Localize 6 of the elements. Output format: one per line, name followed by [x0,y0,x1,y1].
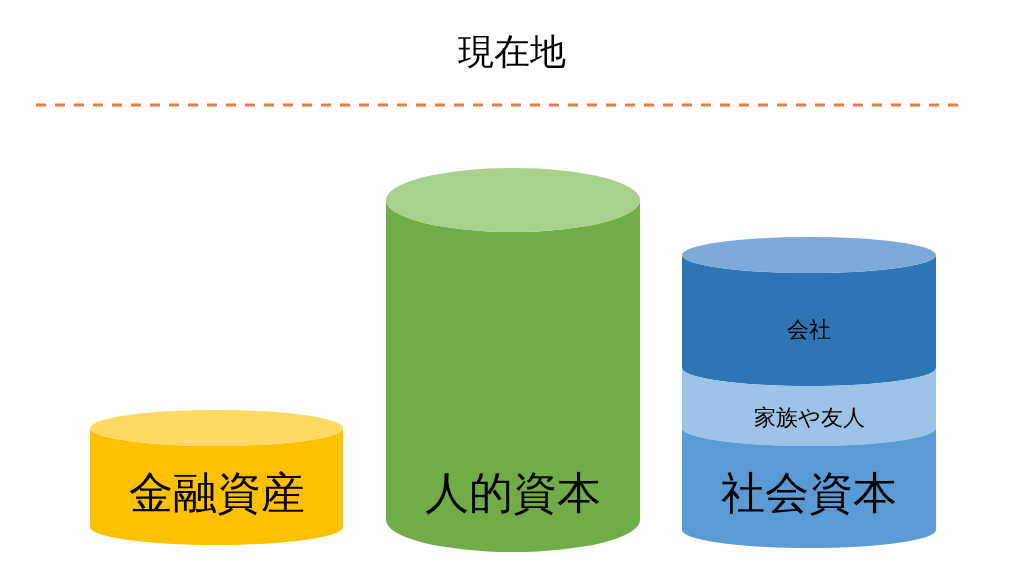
cylinder-label: 会社 [786,317,832,343]
title: 現在地 [458,31,566,72]
cylinder-label: 金融資産 [127,468,306,518]
cylinder-label: 社会資本 [720,468,898,518]
cylinder-label: 家族や友人 [752,405,866,431]
cylinder-label: 人的資本 [424,468,602,518]
